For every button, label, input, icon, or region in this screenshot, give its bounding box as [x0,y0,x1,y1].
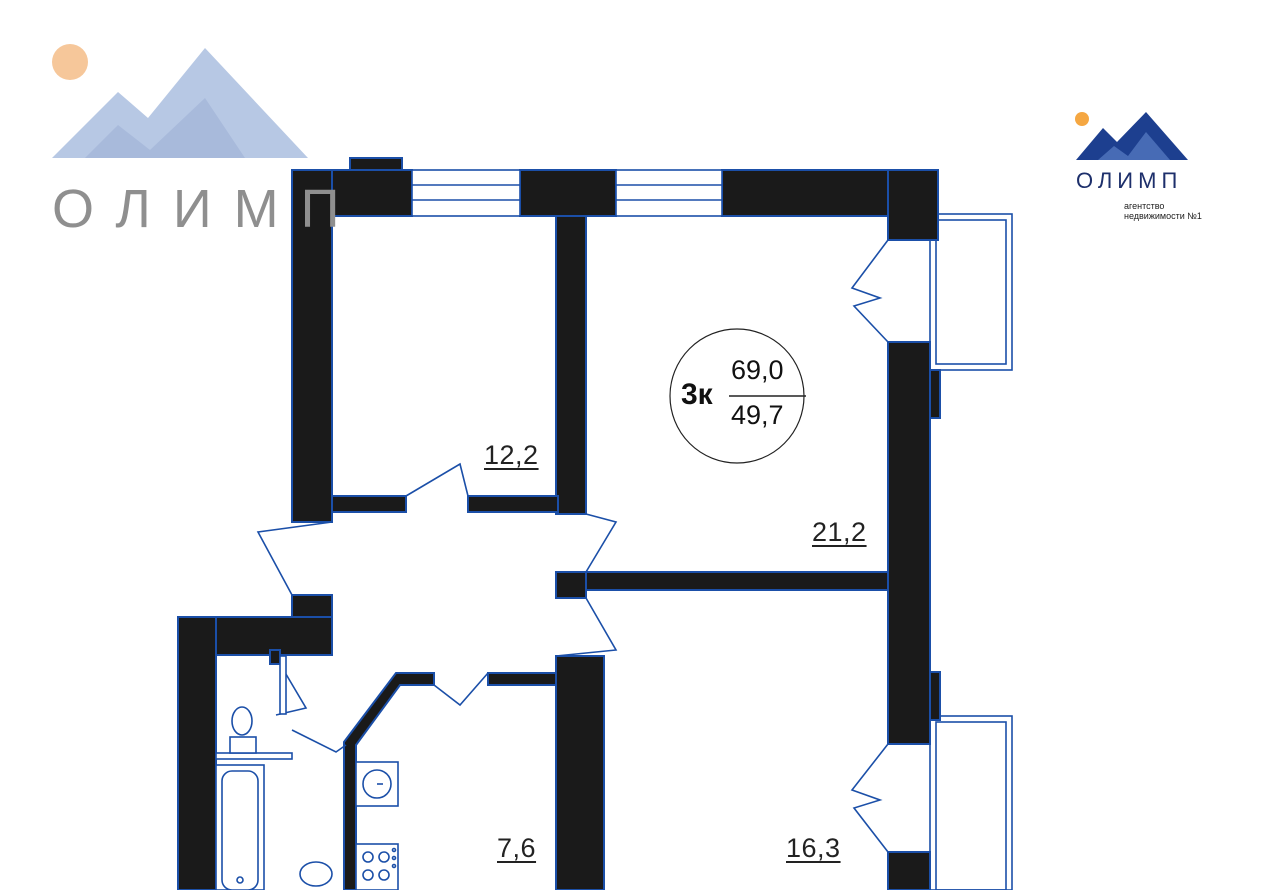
balcony-top [929,213,1013,371]
bathtub-icon [215,764,265,891]
kitchen-sink-icon [355,761,399,807]
room-3-area: 16,3 [786,833,841,863]
logo-tagline: агентство недвижимости №1 [1124,201,1202,221]
toilet-icon [229,706,257,754]
watermark-logo [52,44,308,158]
room-1-area: 12,2 [484,440,539,470]
apartment-type: 3к [681,378,713,411]
kitchen-area: 7,6 [497,833,537,863]
brand-logo [1075,112,1188,160]
windows [411,169,723,217]
walls [177,157,941,891]
sink-icon [299,861,333,887]
room-2-area: 21,2 [812,517,867,547]
watermark-brand-text: ОЛИМП [52,179,362,239]
stove-icon [355,843,399,891]
living-area: 49,7 [731,400,784,430]
total-area: 69,0 [731,355,784,385]
doors [256,239,889,853]
balcony-bottom [929,715,1013,891]
logo-brand-text: ОЛИМП [1076,168,1183,193]
sun-icon [1075,112,1089,126]
mountain-icon [1076,112,1188,160]
watermark-sun-icon [52,44,88,80]
